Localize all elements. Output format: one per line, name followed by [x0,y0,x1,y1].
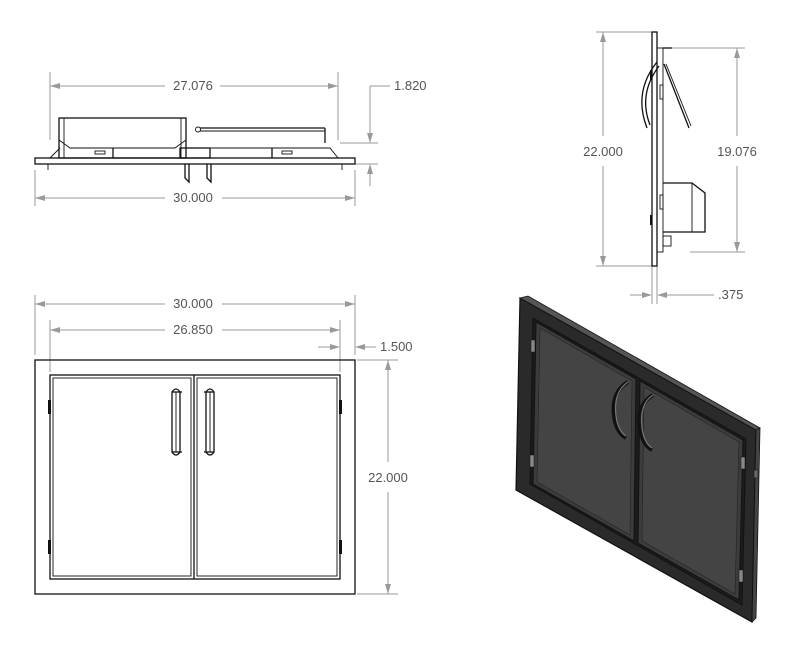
dimension-label: 30.000 [173,296,213,311]
side-view: 22.000 19.076 .375 [583,31,757,304]
dimension-side-flange: .375 [630,266,743,304]
dimension-label: 1.500 [380,339,413,354]
dimension-label: 26.850 [173,322,213,337]
dimension-label: .375 [718,287,743,302]
right-handle [204,388,215,456]
dimension-top-overall-width: 30.000 [34,170,356,206]
dimension-label: 1.820 [394,78,427,93]
dimension-front-overall-width: 30.000 [34,295,356,355]
dimension-top-depth: 1.820 [340,78,427,186]
dimension-label: 30.000 [173,190,213,205]
dimension-front-opening-width: 26.850 [49,320,341,372]
dimension-label: 19.076 [717,144,757,159]
dimension-label: 22.000 [583,144,623,159]
dimension-top-inner-width: 27.076 [49,72,339,140]
isometric-left-handle [611,380,630,440]
top-view-outline [34,117,356,184]
dimension-label: 27.076 [173,78,213,93]
isometric-view [515,295,761,624]
dimension-label: 22.000 [368,470,408,485]
left-handle [171,388,182,456]
front-view: 30.000 26.850 1.500 22.00 [34,295,413,595]
top-view: 27.076 1.820 30.000 [34,72,427,206]
dimension-front-height: 22.000 [357,359,408,595]
dimension-front-frame-border: 1.500 [318,339,413,354]
dimension-side-overall-height: 22.000 [583,31,652,267]
side-view-outline [641,31,706,267]
isometric-right-handle [637,393,655,452]
front-view-outline [34,359,356,595]
dimension-side-inner-height: 19.076 [660,47,757,253]
